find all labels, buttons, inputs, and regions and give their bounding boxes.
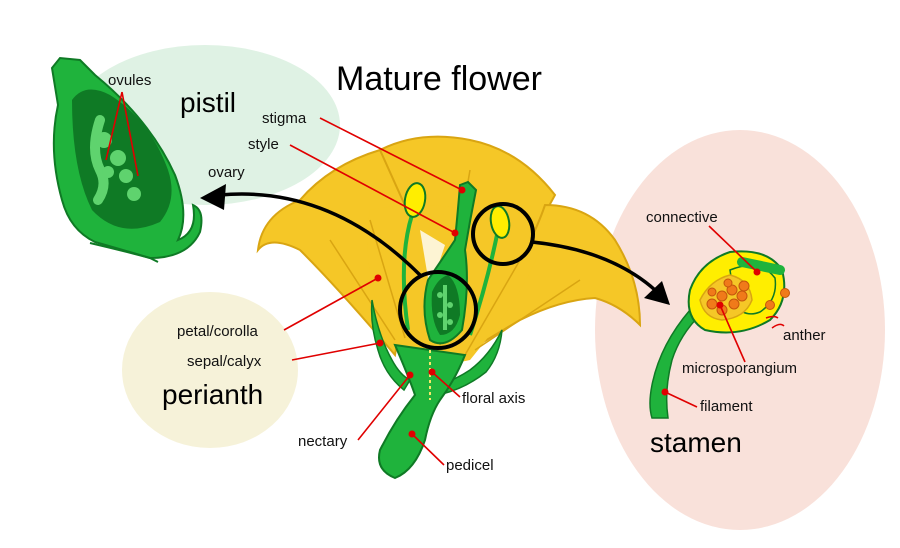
- leader-ovules: [105, 91, 139, 177]
- leader-lines: [283, 117, 761, 466]
- label-stigma: stigma: [262, 110, 307, 127]
- label-ovary: ovary: [208, 164, 245, 181]
- label-filament: filament: [700, 398, 753, 415]
- label-pedicel: pedicel: [446, 457, 494, 474]
- zoom-circle-ovary: [398, 270, 478, 350]
- pistil-illustration: [50, 56, 203, 263]
- arrow-to-pistil: [219, 192, 422, 277]
- group-label-pistil: pistil: [180, 87, 236, 118]
- page-title: Mature flower: [336, 60, 542, 98]
- label-microsporangium: microsporangium: [682, 360, 797, 377]
- flower-pistil: [423, 180, 478, 345]
- perianth-region: [122, 292, 298, 448]
- group-label-perianth: perianth: [162, 379, 263, 410]
- label-sepal-calyx: sepal/calyx: [187, 353, 262, 370]
- label-petal-corolla: petal/corolla: [177, 323, 259, 340]
- label-style: style: [248, 136, 279, 153]
- arrow-head-pistil: [200, 184, 226, 210]
- group-label-stamen: stamen: [650, 427, 742, 458]
- label-floral-axis: floral axis: [462, 390, 525, 407]
- receptacle-pedicel: [378, 343, 467, 480]
- label-connective: connective: [646, 209, 718, 226]
- zoom-circle-anther: [471, 202, 535, 266]
- flower-stamens: [401, 182, 511, 336]
- label-nectary: nectary: [298, 433, 348, 450]
- label-anther: anther: [783, 327, 826, 344]
- label-ovules: ovules: [108, 72, 151, 89]
- arrow-to-stamen: [531, 240, 657, 292]
- arrow-head-stamen: [644, 281, 670, 305]
